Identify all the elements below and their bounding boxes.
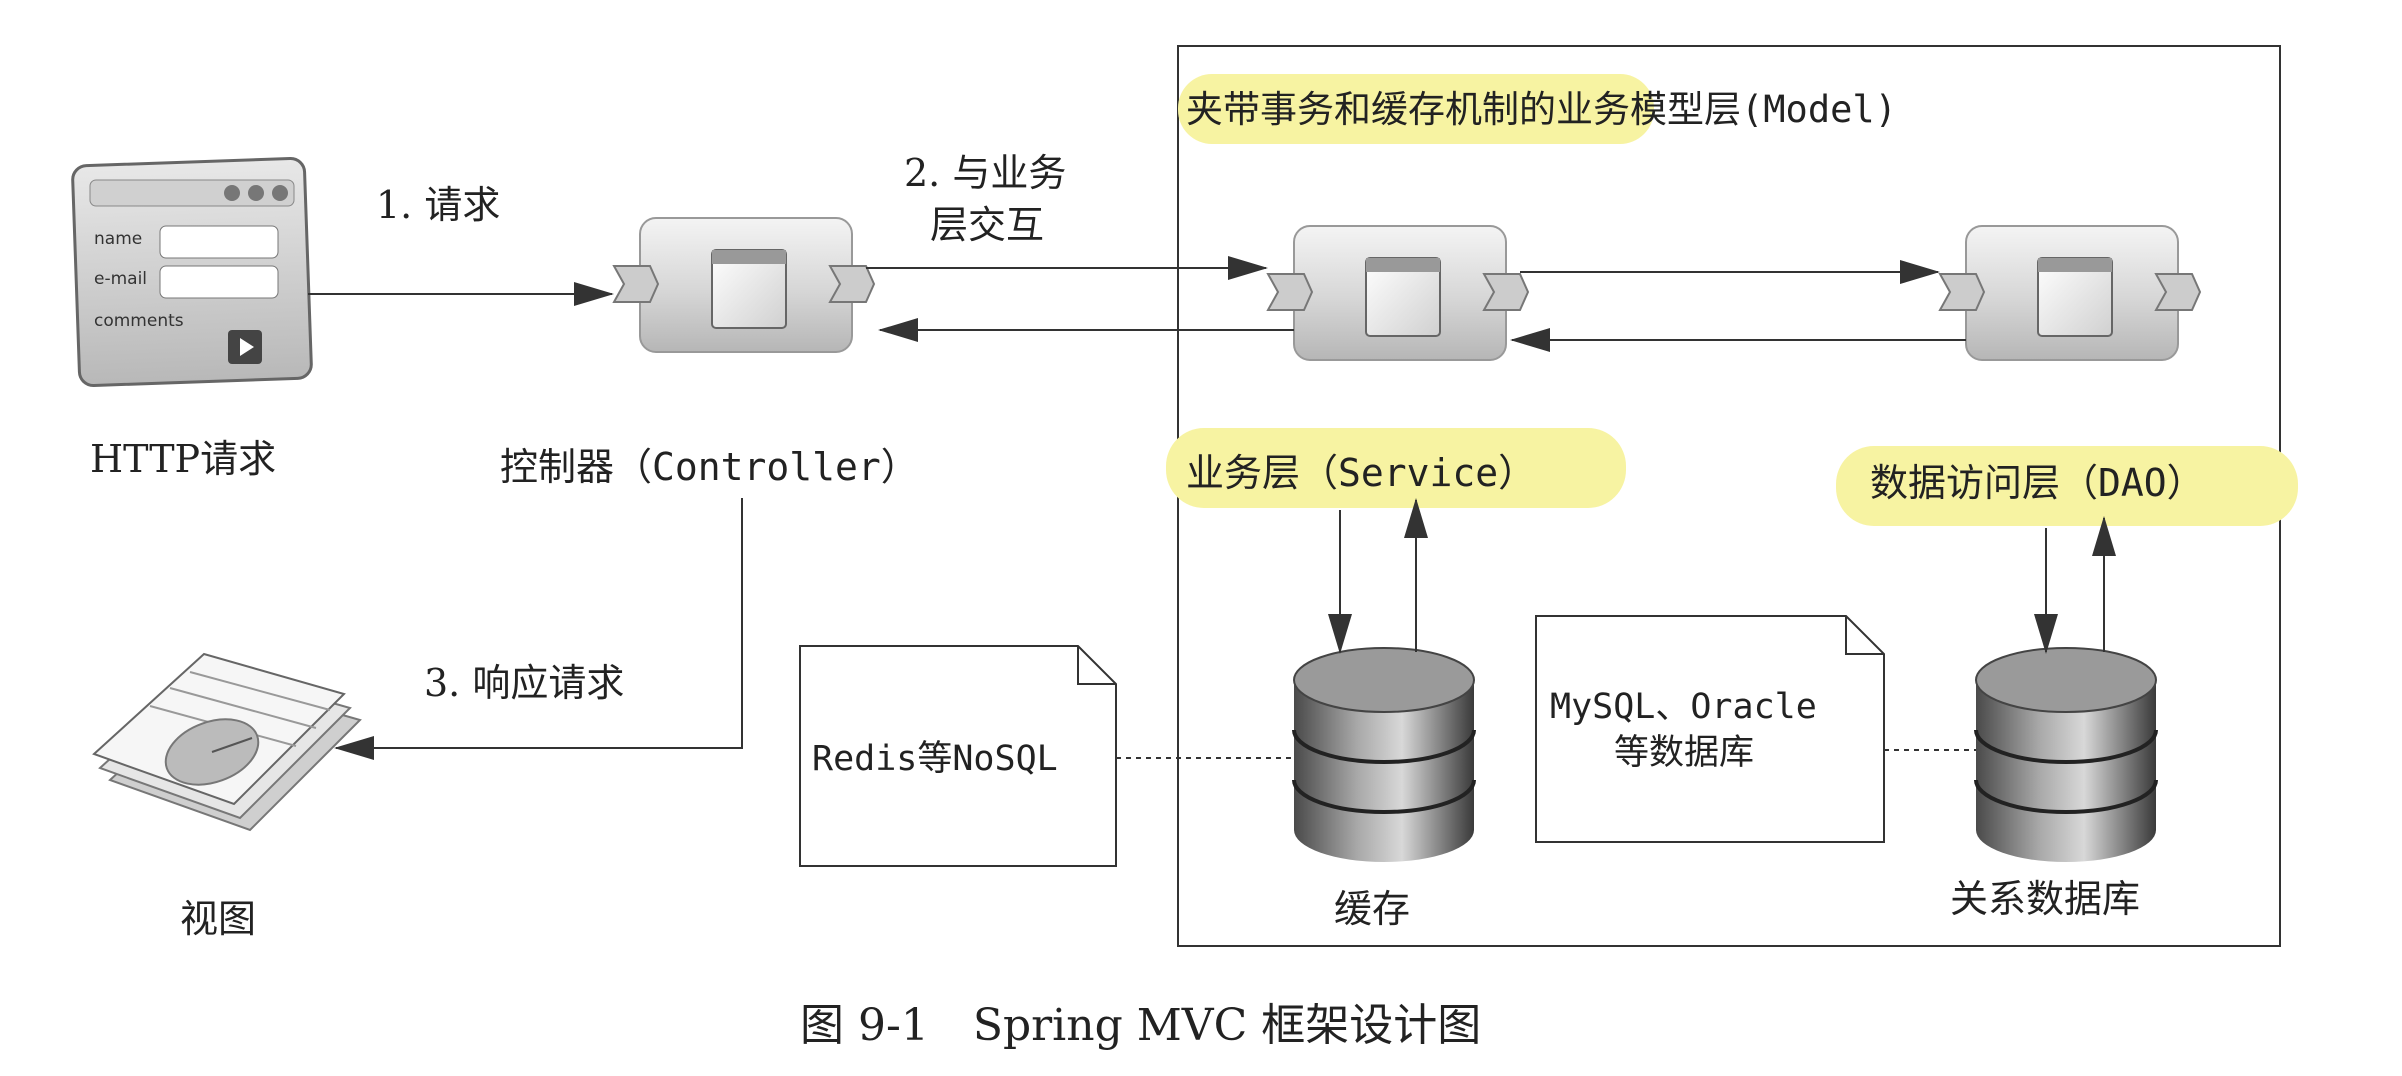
controller-component-icon (612, 217, 876, 353)
mysql-note: MySQL、Oracle 等数据库 (1535, 615, 1885, 843)
figure-caption: 图 9-1 Spring MVC 框架设计图 (800, 1000, 1481, 1051)
service-highlight (1166, 428, 1626, 508)
form-field-email: e-mail (94, 269, 147, 289)
request-edge-label: 1. 请求 (376, 183, 500, 227)
mysql-note-line2: 等数据库 (1614, 733, 1754, 773)
dao-label: 数据访问层（DAO） (1870, 461, 2205, 505)
redis-note-text: Redis等NoSQL (812, 739, 1058, 779)
form-field-comments: comments (94, 311, 184, 331)
cache-label: 缓存 (1334, 887, 1410, 931)
dao-component-icon (1938, 225, 2202, 361)
mysql-note-line1: MySQL、Oracle (1550, 687, 1817, 727)
interact-edge-label-1: 2. 与业务 (904, 151, 1066, 195)
model-title-highlight (1178, 74, 1654, 144)
relational-database-icon (1974, 647, 2158, 862)
http-request-label: HTTP请求 (90, 437, 276, 481)
response-arrow (334, 498, 743, 760)
view-label: 视图 (180, 897, 256, 941)
redis-note: Redis等NoSQL (799, 645, 1117, 867)
service-component-icon (1266, 225, 1530, 361)
dao-highlight (1836, 446, 2298, 526)
cache-database-icon (1292, 647, 1476, 862)
service-label: 业务层（Service） (1186, 451, 1536, 495)
browser-form-icon: name e-mail comments (71, 156, 313, 388)
relational-db-label: 关系数据库 (1950, 877, 2140, 921)
form-field-name: name (94, 229, 142, 249)
controller-label: 控制器（Controller） (500, 445, 919, 489)
view-document-icon (92, 652, 362, 832)
response-edge-label: 3. 响应请求 (424, 661, 624, 705)
interact-edge-label-2: 层交互 (930, 203, 1044, 247)
model-title: 夹带事务和缓存机制的业务模型层(Model) (1186, 88, 1897, 131)
